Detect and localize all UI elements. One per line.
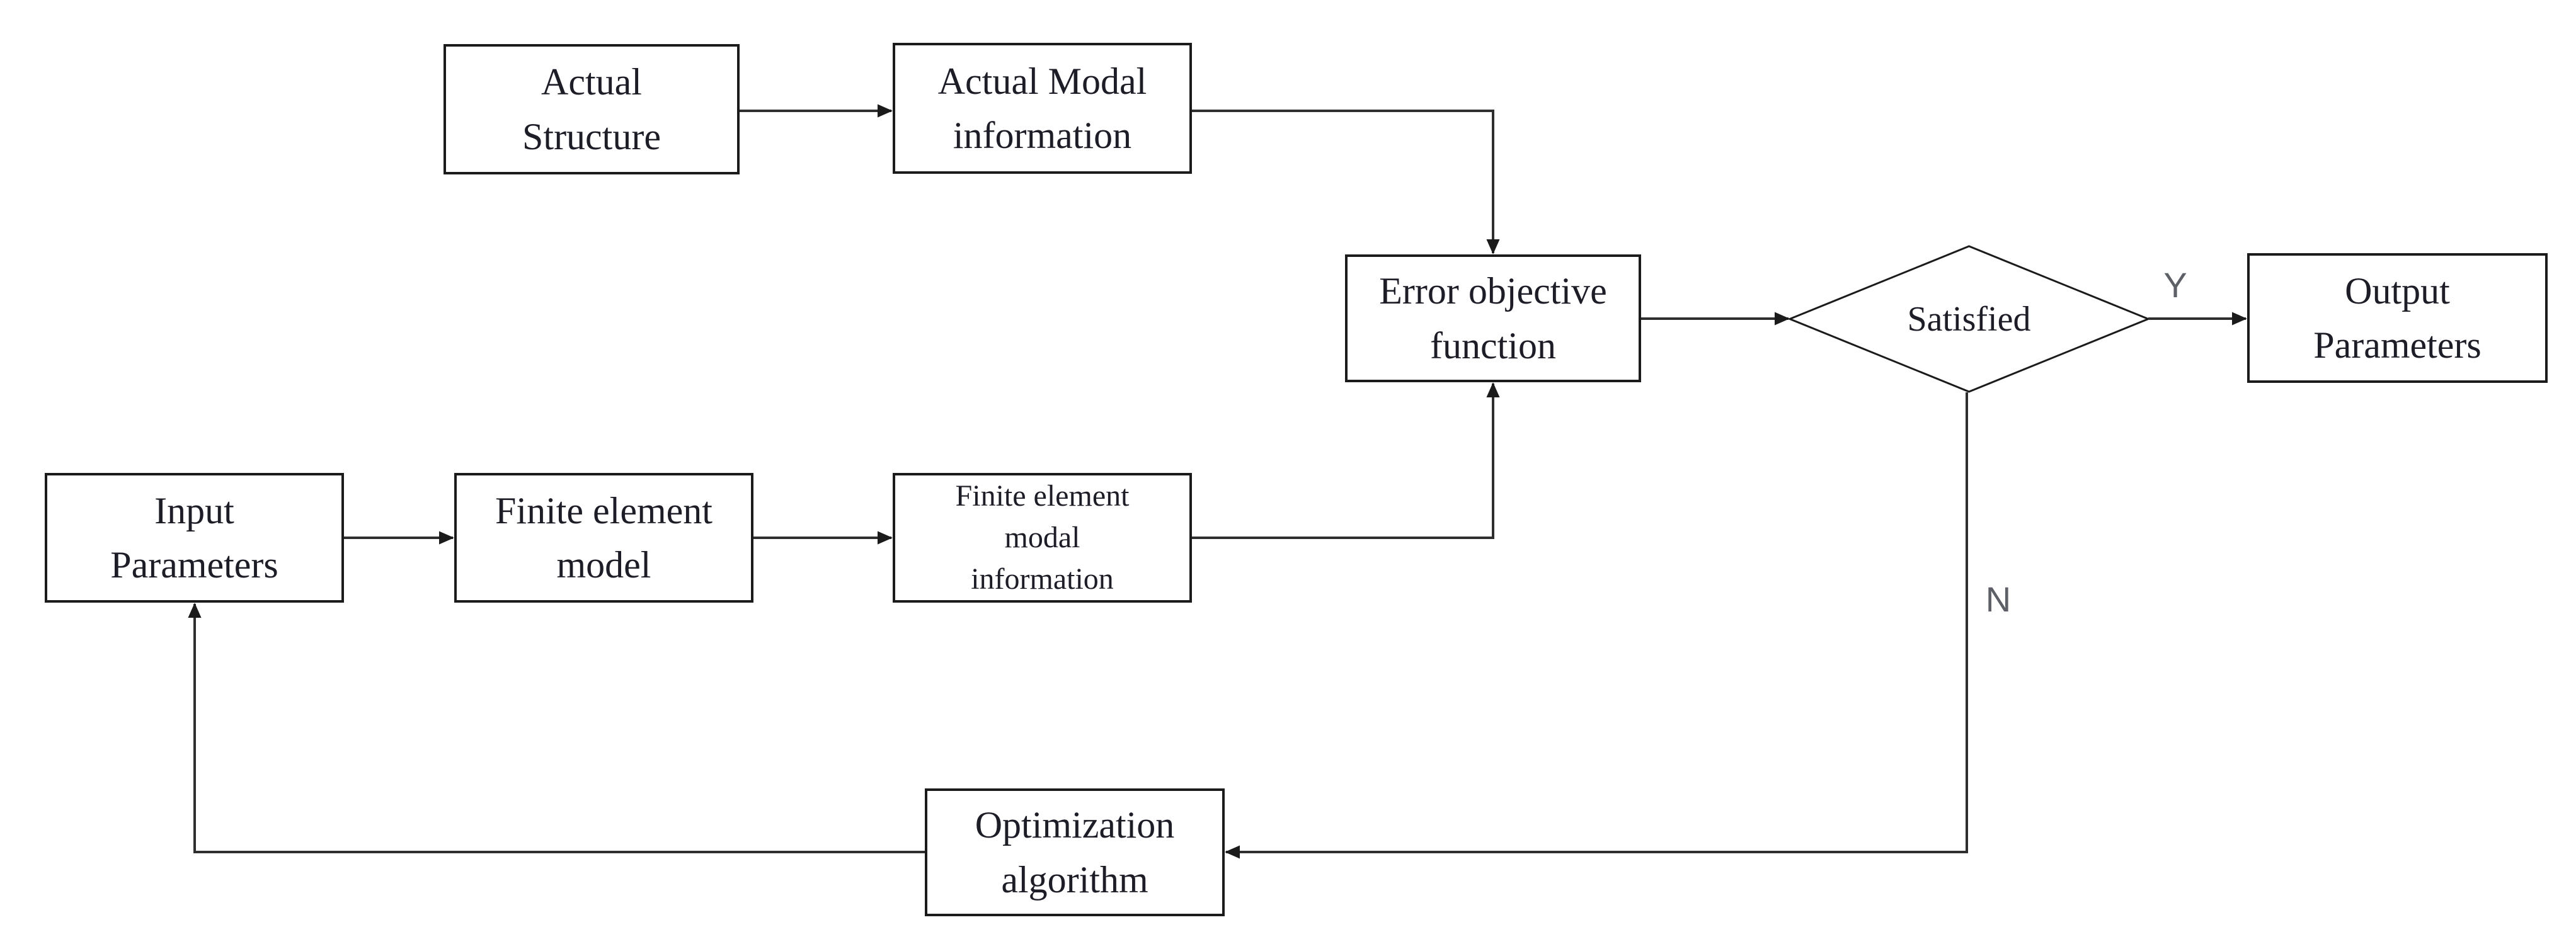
node-label-line: Output bbox=[2345, 270, 2450, 312]
branch-label-y: Y bbox=[2163, 265, 2187, 305]
edge-satisfied-to-optimization-algorithm bbox=[1225, 392, 1968, 859]
node-label-line: Input bbox=[154, 489, 234, 531]
node-label-line: Finite element bbox=[955, 479, 1130, 513]
node-finite-element-model: Finite element model bbox=[454, 473, 753, 603]
node-label-line: modal bbox=[1004, 520, 1080, 554]
node-label-line: function bbox=[1430, 324, 1556, 367]
node-satisfied-decision-label: Satisfied bbox=[1790, 246, 2148, 392]
edge-fe-modal-information-to-error-objective-function bbox=[1192, 382, 1500, 539]
node-label-line: Optimization bbox=[975, 804, 1175, 846]
edge-actual-modal-information-to-error-objective-function bbox=[1192, 110, 1500, 254]
node-actual-modal-information: Actual Modal information bbox=[893, 43, 1192, 174]
node-label-line: Error objective bbox=[1379, 270, 1607, 312]
node-label-line: Parameters bbox=[2313, 324, 2482, 366]
node-label-line: Satisfied bbox=[1907, 299, 2031, 339]
node-label-line: algorithm bbox=[1001, 858, 1148, 901]
node-error-objective-function: Error objective function bbox=[1345, 254, 1641, 382]
edge-optimization-algorithm-to-input-parameters bbox=[188, 603, 925, 853]
node-label-line: Parameters bbox=[110, 544, 278, 586]
node-label-line: Actual Modal bbox=[937, 60, 1147, 102]
node-label-line: model bbox=[556, 544, 651, 586]
node-label-line: Finite element bbox=[495, 489, 713, 531]
node-label-line: Structure bbox=[522, 115, 661, 157]
node-finite-element-modal-information: Finite element modal information bbox=[893, 473, 1192, 603]
node-label-line: Actual bbox=[541, 61, 642, 103]
node-label-line: information bbox=[971, 562, 1114, 596]
branch-label-n: N bbox=[1985, 579, 2012, 619]
node-label-line: information bbox=[953, 115, 1132, 156]
node-optimization-algorithm: Optimization algorithm bbox=[925, 788, 1225, 916]
